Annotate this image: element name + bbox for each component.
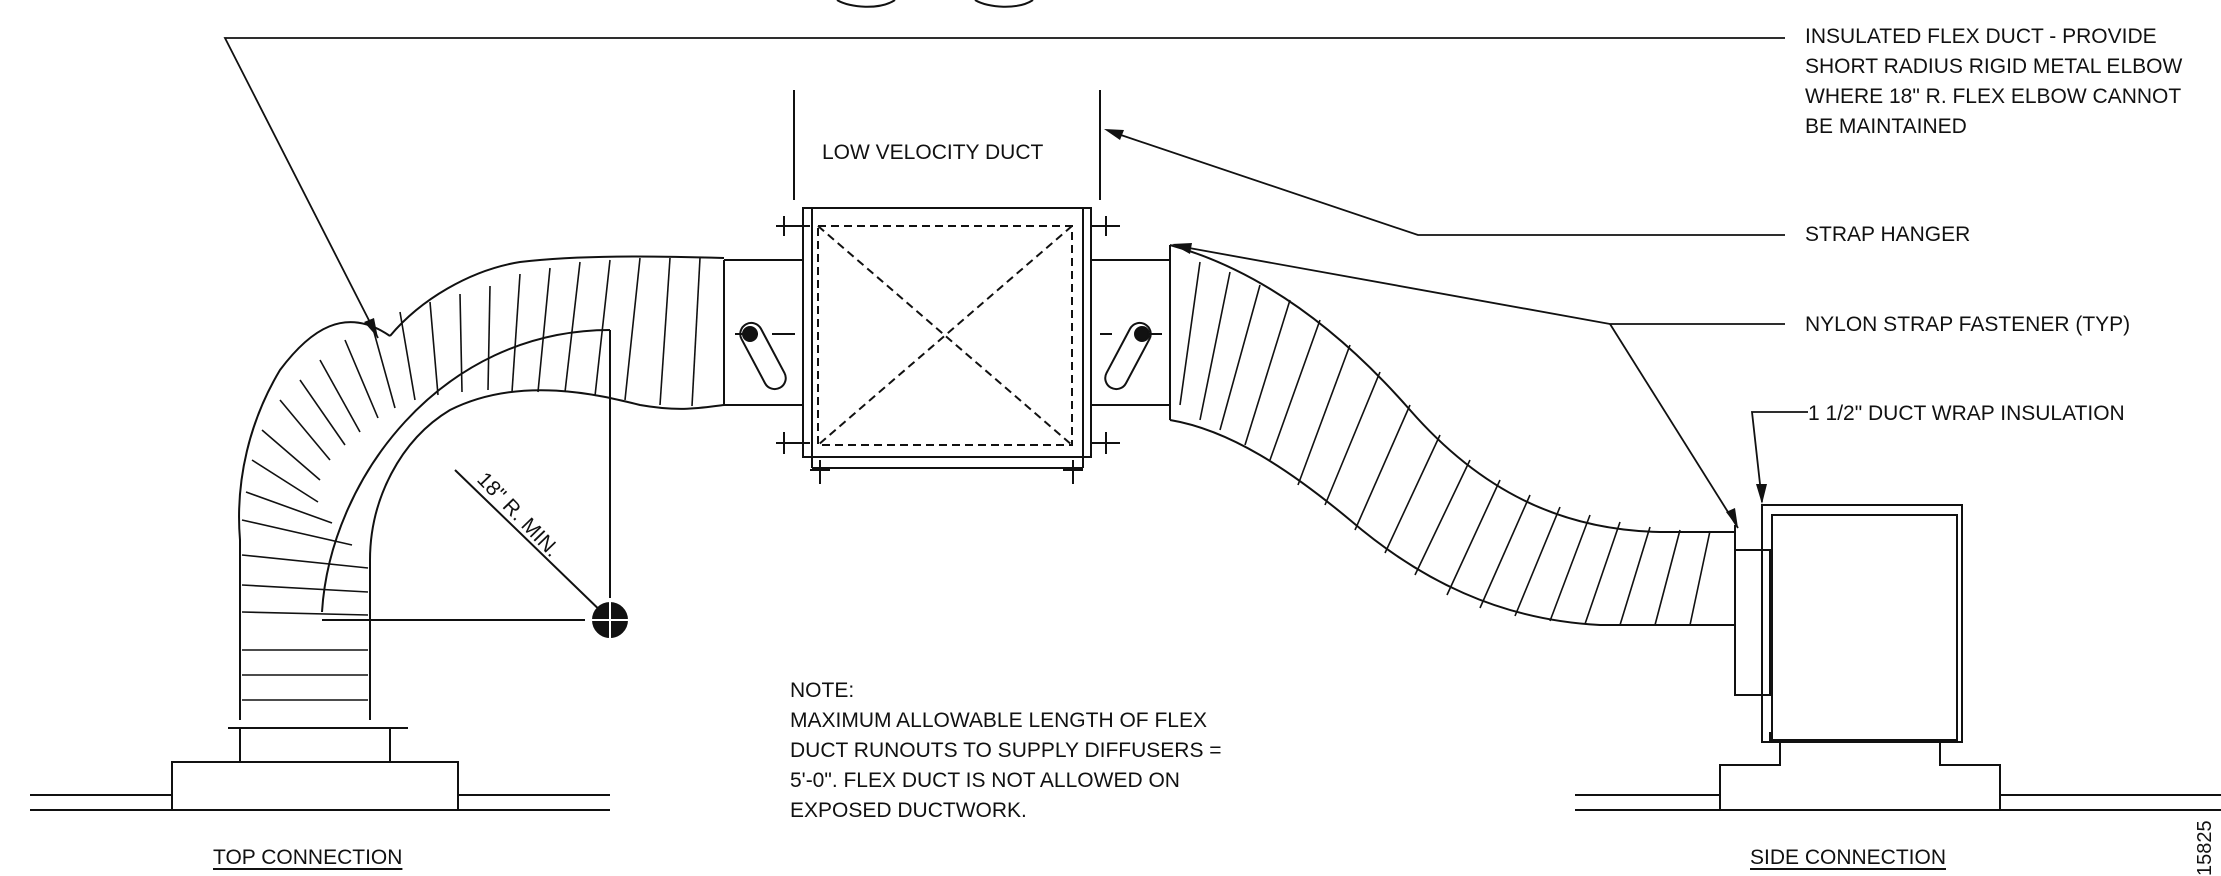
right-flex-duct [1169, 244, 1736, 695]
top-edge-arc-right [974, 0, 1034, 8]
note-line2: DUCT RUNOUTS TO SUPPLY DIFFUSERS = [790, 739, 1222, 762]
side-connection-diffuser [1575, 504, 2221, 811]
right-collar-damper [1091, 245, 1171, 420]
note-line4: EXPOSED DUCTWORK. [790, 799, 1027, 822]
left-flex-elbow [238, 255, 725, 720]
top-edge-arc-left [836, 0, 896, 8]
note-line1: MAXIMUM ALLOWABLE LENGTH OF FLEX [790, 709, 1207, 732]
callout-flex-duct-line2: SHORT RADIUS RIGID METAL ELBOW [1805, 55, 2183, 78]
title-side-connection: SIDE CONNECTION [1750, 846, 1947, 869]
note-block: NOTE: MAXIMUM ALLOWABLE LENGTH OF FLEX D… [790, 676, 1222, 826]
callout-flex-duct: INSULATED FLEX DUCT - PROVIDE SHORT RADI… [1805, 22, 2182, 142]
callout-flex-duct-line3: WHERE 18" R. FLEX ELBOW CANNOT [1805, 85, 2182, 108]
callout-duct-wrap: 1 1/2" DUCT WRAP INSULATION [1808, 402, 2125, 425]
callout-strap-hanger: STRAP HANGER [1805, 223, 1971, 246]
callout-flex-duct-line4: BE MAINTAINED [1805, 115, 1967, 138]
left-collar-damper [723, 259, 803, 406]
duct-label: LOW VELOCITY DUCT [822, 141, 1044, 164]
leader-lines [223, 37, 1808, 529]
callout-flex-duct-line1: INSULATED FLEX DUCT - PROVIDE [1805, 25, 2157, 48]
note-heading: NOTE: [790, 679, 855, 702]
callout-nylon-strap: NYLON STRAP FASTENER (TYP) [1805, 313, 2131, 336]
title-top-connection: TOP CONNECTION [213, 846, 403, 869]
low-velocity-duct [776, 90, 1120, 484]
drawing-id: 15825 [2194, 820, 2216, 876]
note-line3: 5'-0". FLEX DUCT IS NOT ALLOWED ON [790, 769, 1180, 792]
top-connection-diffuser [30, 727, 610, 811]
leader-arrowheads [364, 129, 1767, 528]
